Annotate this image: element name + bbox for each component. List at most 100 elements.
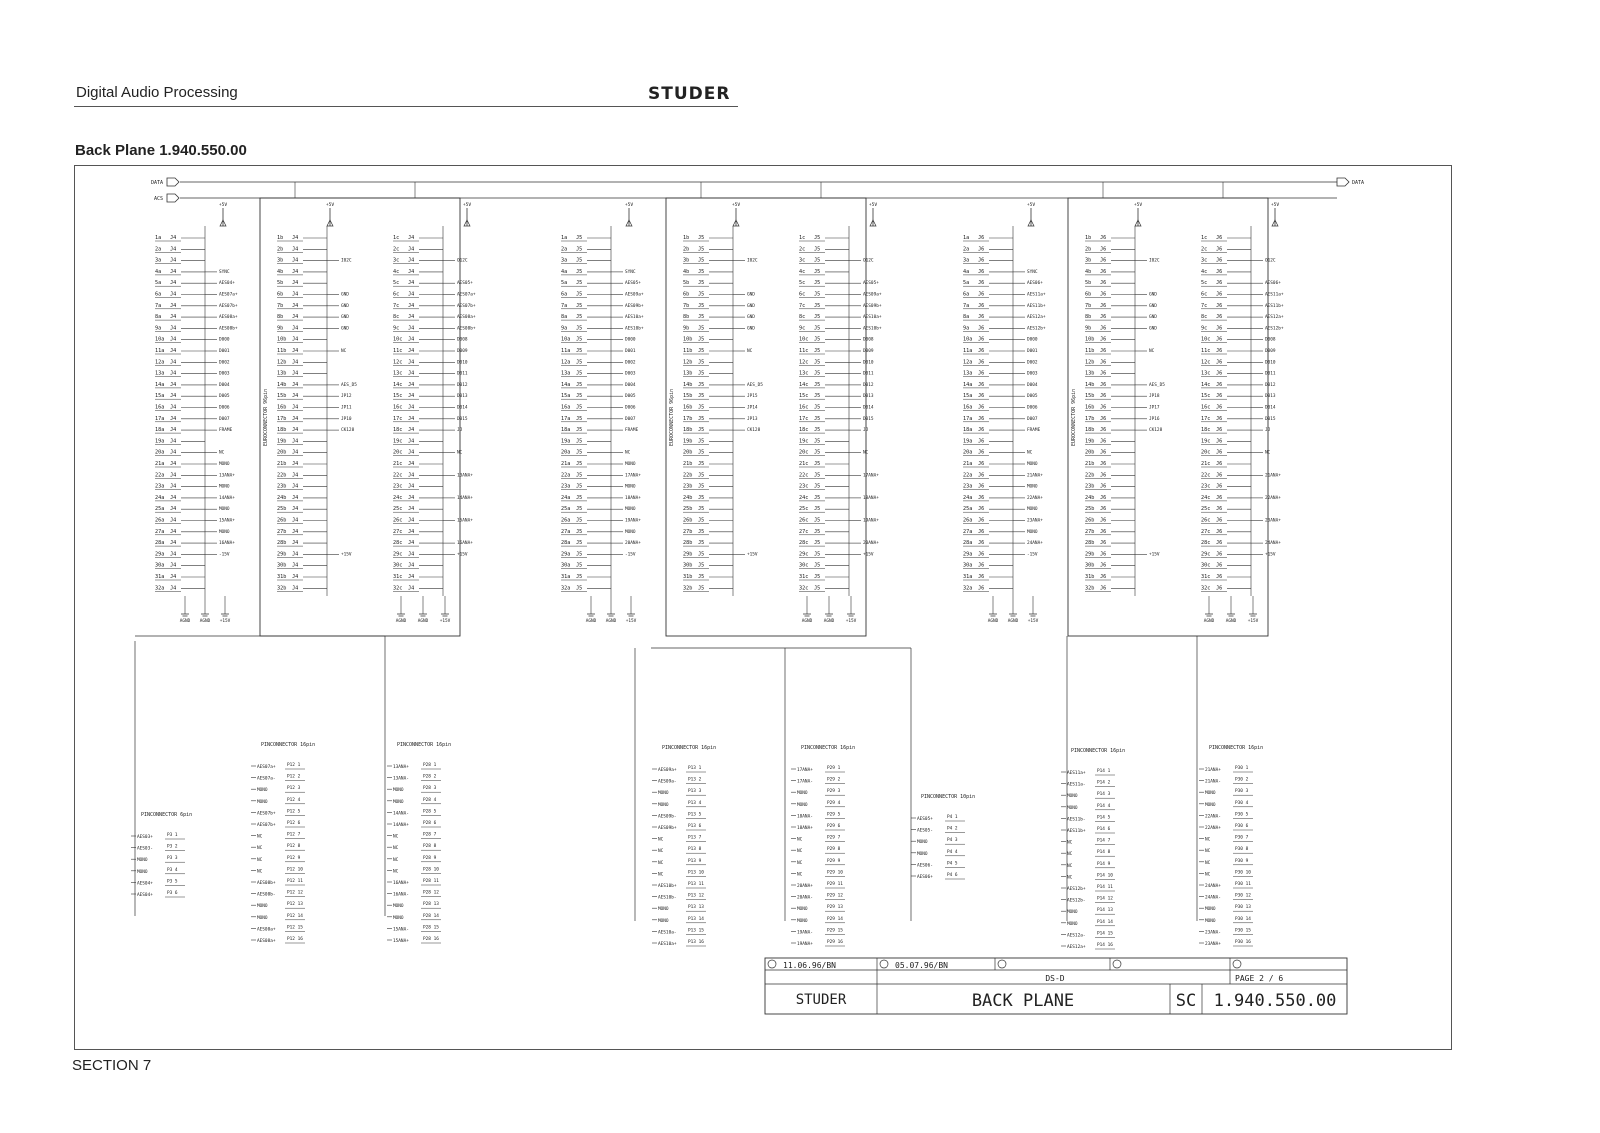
pin-number-label: P12 7 [287, 832, 301, 838]
pin-signal-label: MONO [658, 906, 669, 912]
pin-number-label: P28 16 [423, 936, 439, 942]
connector-label: J5 [814, 325, 820, 331]
signal-label: AES04+ [219, 280, 235, 286]
connector-label: J6 [1216, 416, 1222, 422]
pin-number-label: P12 5 [287, 808, 301, 814]
connector-label: J5 [814, 574, 820, 580]
pin-number-label: P13 15 [688, 927, 704, 933]
pin-label: 7a [155, 303, 161, 309]
connector-label: J5 [698, 382, 704, 388]
connector-label: J5 [576, 371, 582, 377]
connector-label: J6 [1216, 563, 1222, 569]
pin-label: 6a [155, 292, 161, 298]
pin-signal-label: 16ANA+ [393, 880, 409, 886]
pin-number-label: P30 3 [1235, 788, 1249, 794]
pin-label: 14a [963, 382, 972, 388]
signal-label: D008 [1265, 337, 1276, 343]
pin-label: 28c [1201, 540, 1210, 546]
pin-signal-label: AES09b- [658, 813, 677, 819]
ground-label: AGND [586, 618, 597, 624]
pin-label: 9a [963, 325, 969, 331]
connector-label: J4 [170, 416, 176, 422]
pin-label: 31c [1201, 574, 1210, 580]
section-title: Back Plane 1.940.550.00 [75, 142, 247, 159]
connector-label: J6 [1216, 427, 1222, 433]
signal-label: D010 [863, 359, 874, 365]
signal-label: MONO [219, 506, 230, 512]
connector-label: J6 [1216, 292, 1222, 298]
pin-label: 11b [277, 348, 286, 354]
pin-signal-label: NC [1205, 871, 1211, 877]
signal-label: AES12a+ [1265, 314, 1284, 320]
connector-label: J6 [1216, 450, 1222, 456]
pin-label: 32b [683, 585, 692, 591]
ground-label: AGND [200, 618, 211, 624]
pin-number-label: P13 11 [688, 881, 704, 887]
connector-label: J4 [170, 551, 176, 557]
signal-label: D013 [457, 393, 468, 399]
pin-signal-label: AES08a+ [257, 938, 276, 944]
pin-label: 5a [963, 280, 969, 286]
connector-label: J4 [292, 416, 298, 422]
connector-label: J5 [698, 416, 704, 422]
data-bus-out-label: DATA [1352, 180, 1364, 186]
connector-label: J4 [292, 472, 298, 478]
pin-label: 10c [799, 337, 808, 343]
pin-label: 14c [393, 382, 402, 388]
signal-label: GND [1149, 325, 1157, 331]
connector-label: J4 [408, 258, 414, 264]
pin-number-label: P14 6 [1097, 826, 1111, 832]
connector-label: J6 [1100, 551, 1106, 557]
pin-label: 1a [561, 235, 567, 241]
pin-signal-label: 19ANA+ [797, 941, 813, 947]
euroconnector-frame [1067, 197, 1269, 637]
pin-label: 7a [963, 303, 969, 309]
signal-label: D001 [625, 348, 636, 354]
signal-label: AES_D5 [341, 382, 357, 388]
connector-label: J5 [576, 292, 582, 298]
connector-label: J4 [170, 371, 176, 377]
signal-label: AES08a+ [457, 314, 476, 320]
pin-label: 28b [277, 540, 286, 546]
data-bus-label: DATA [151, 180, 163, 186]
connector-label: J5 [698, 461, 704, 467]
pin-label: 29a [155, 551, 164, 557]
signal-label: I02C [1149, 258, 1160, 264]
pin-label: 21a [963, 461, 972, 467]
pin-label: 21a [561, 461, 570, 467]
connector-label: J4 [170, 585, 176, 591]
connector-label: J4 [292, 518, 298, 524]
connector-label: J4 [292, 348, 298, 354]
connector-label: J6 [1100, 382, 1106, 388]
connector-label: J5 [576, 359, 582, 365]
signal-label: D009 [457, 348, 468, 354]
signal-label: NC [747, 348, 753, 354]
pin-number-label: P30 9 [1235, 858, 1249, 864]
pin-label: 31a [561, 574, 570, 580]
pin-label: 14b [683, 382, 692, 388]
signal-label: D004 [1027, 382, 1038, 388]
pin-signal-label: AES07b+ [257, 822, 276, 828]
ground-icon [989, 613, 997, 617]
ground-icon [1029, 613, 1037, 617]
pin-connector-title: PINCONNECTOR 6pin [141, 812, 192, 818]
pin-label: 3a [155, 258, 161, 264]
page-number: PAGE 2 / 6 [1235, 974, 1283, 983]
pin-signal-label: MONO [658, 790, 669, 796]
pin-signal-label: AES03+ [137, 834, 153, 840]
supply-label: +5V [1134, 202, 1143, 208]
connector-label: J6 [1100, 518, 1106, 524]
connector-label: J5 [698, 292, 704, 298]
ground-label: AGND [606, 618, 617, 624]
connector-label: J4 [408, 427, 414, 433]
supply-label: +5V [463, 202, 472, 208]
pin-label: 2a [561, 246, 567, 252]
connector-label: J5 [698, 506, 704, 512]
connector-label: J5 [576, 246, 582, 252]
connector-label: J5 [698, 348, 704, 354]
connector-label: J5 [576, 574, 582, 580]
connector-label: J6 [1100, 529, 1106, 535]
connector-label: J5 [576, 506, 582, 512]
plus5v-arrow-icon [625, 219, 633, 227]
